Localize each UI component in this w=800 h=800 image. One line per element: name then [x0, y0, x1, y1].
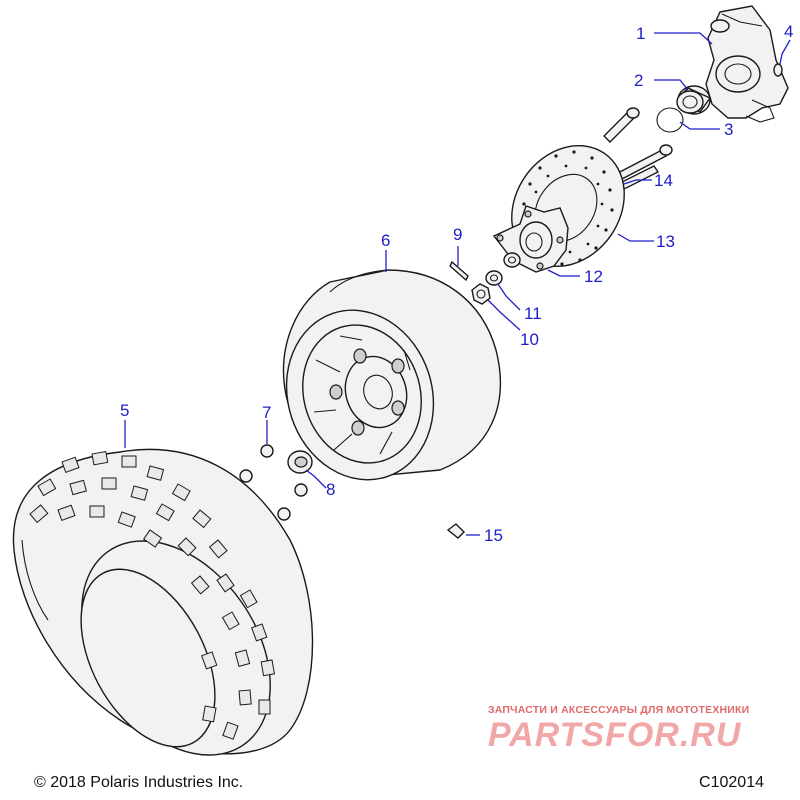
leader-14 [623, 179, 652, 185]
leader-11 [497, 283, 521, 311]
part-bearing [676, 85, 712, 115]
figure-id: C102014 [699, 774, 764, 791]
callout-10: 10 [520, 330, 539, 349]
leader-lines [124, 32, 791, 536]
part-washer [485, 270, 503, 286]
part-pin [773, 63, 783, 77]
callout-2: 2 [634, 71, 643, 90]
leader-10 [487, 299, 521, 331]
callout-12: 12 [584, 267, 603, 286]
callout-8: 8 [326, 480, 335, 499]
callout-5: 5 [120, 401, 129, 420]
leader-13 [617, 233, 654, 242]
watermark-tagline: ЗАПЧАСТИ И АКСЕССУАРЫ ДЛЯ МОТОТЕХНИКИ [488, 704, 750, 716]
part-retaining-ring [656, 107, 684, 133]
callout-1: 1 [636, 24, 645, 43]
callout-numbers: 1 2 3 4 5 6 7 8 9 10 11 12 13 14 15 [120, 22, 793, 545]
callout-6: 6 [381, 231, 390, 250]
callout-11: 11 [524, 304, 542, 323]
leader-2 [654, 79, 689, 91]
leader-4 [779, 39, 791, 65]
part-valve-stem [446, 523, 465, 539]
part-cotter-pin [449, 260, 469, 282]
part-center-cap [287, 450, 313, 474]
callout-14: 14 [654, 171, 673, 190]
part-knuckle [705, 5, 789, 123]
part-wheel-rim [282, 269, 502, 481]
callout-3: 3 [724, 120, 733, 139]
callout-13: 13 [656, 232, 675, 251]
copyright-text: © 2018 Polaris Industries Inc. [34, 774, 244, 791]
leader-12 [547, 269, 580, 277]
watermark-brand: PARTSFOR.RU [488, 716, 742, 754]
leader-8 [305, 469, 327, 489]
callout-7: 7 [262, 403, 271, 422]
callout-9: 9 [453, 225, 462, 244]
part-tire [12, 448, 314, 756]
part-castle-nut [471, 283, 491, 305]
leader-1 [654, 32, 713, 45]
callout-4: 4 [784, 22, 793, 41]
part-spacer-washer [503, 252, 521, 268]
leader-3 [679, 121, 720, 130]
callout-15: 15 [484, 526, 503, 545]
